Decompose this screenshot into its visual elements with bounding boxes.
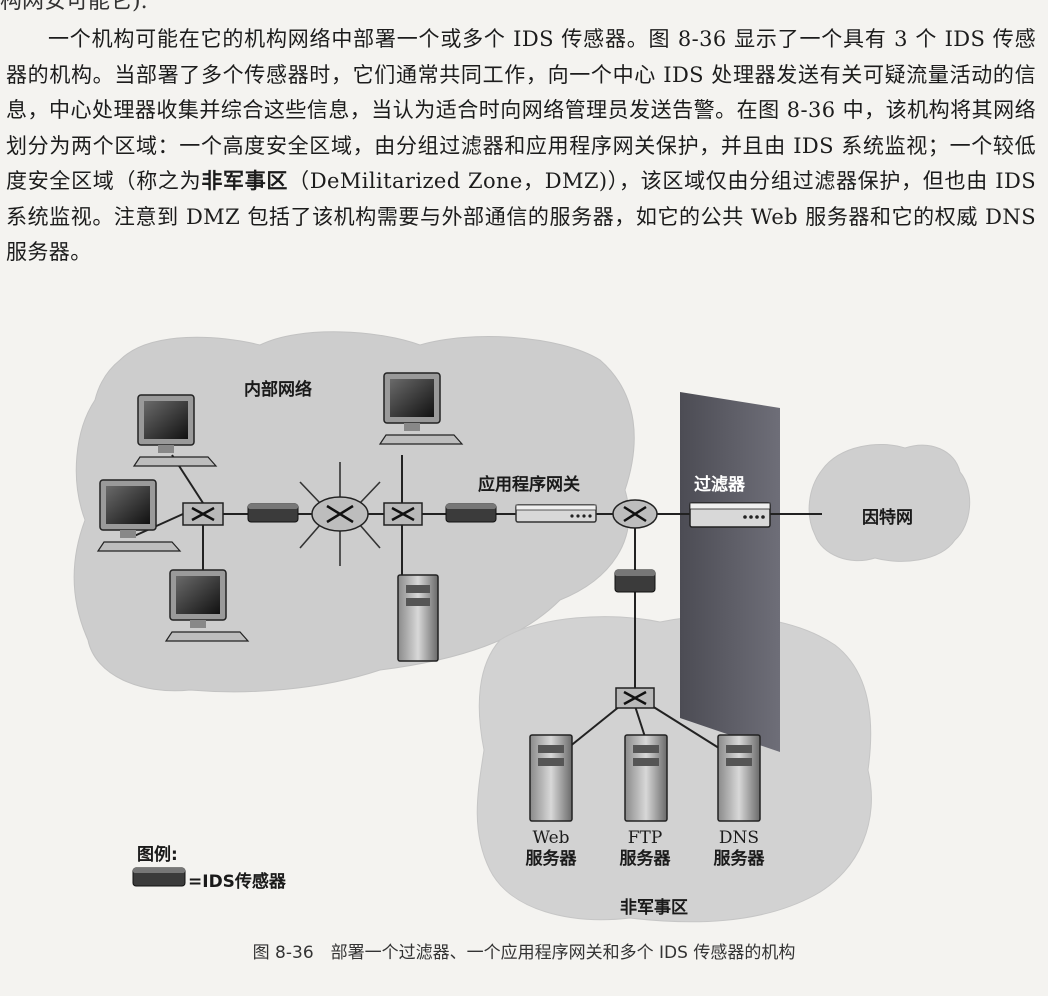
- body-paragraph: 一个机构可能在它的机构网络中部署一个或多个 IDS 传感器。图 8-36 显示了…: [6, 22, 1036, 271]
- computer-top-right-icon: [378, 372, 464, 445]
- computer-left-icon: [96, 479, 182, 552]
- web-server-line2: 服务器: [525, 849, 577, 869]
- cut-off-previous-line: 构网安可能它).: [0, 0, 148, 14]
- computer-bottom-icon: [164, 569, 250, 642]
- app-gateway-device: [515, 504, 597, 523]
- legend-ids-icon: [132, 867, 186, 887]
- ids-sensor-2: [445, 503, 497, 523]
- dns-server-icon: [717, 734, 761, 822]
- paragraph-bold-term: 非军事区: [201, 169, 289, 193]
- figure-caption: 图 8-36 部署一个过滤器、一个应用程序网关和多个 IDS 传感器的机构: [252, 943, 796, 963]
- switch-middle: [383, 502, 423, 526]
- label-dns-server: DNS 服务器: [699, 828, 779, 870]
- router-internal: [311, 496, 369, 532]
- label-web-server: Web 服务器: [511, 828, 591, 870]
- label-app-gateway: 应用程序网关: [478, 475, 580, 495]
- router-edge: [612, 499, 658, 529]
- dns-server-line2: 服务器: [713, 849, 765, 869]
- paragraph-part2: （DeMilitarized Zone，DMZ)），该区域仅由分组过滤器保护，但…: [6, 169, 1036, 264]
- internet-cloud: [808, 443, 971, 562]
- switch-dmz: [615, 687, 655, 709]
- label-internet: 因特网: [862, 508, 913, 528]
- label-dmz: 非军事区: [620, 898, 688, 918]
- ids-sensor-1: [247, 503, 299, 523]
- computer-top-left-icon: [132, 394, 218, 467]
- web-server-line1: Web: [532, 828, 570, 848]
- switch-left: [182, 502, 224, 526]
- filter-device: [689, 502, 771, 528]
- legend-ids-label: =IDS传感器: [188, 872, 286, 892]
- label-internal-network: 内部网络: [244, 380, 312, 400]
- dns-server-line1: DNS: [718, 828, 760, 848]
- filter-wall: [680, 392, 780, 752]
- paragraph-part1: 一个机构可能在它的机构网络中部署一个或多个 IDS 传感器。图 8-36 显示了…: [6, 27, 1036, 193]
- ids-sensor-3: [614, 569, 656, 593]
- internal-server-icon: [397, 574, 439, 662]
- label-filter: 过滤器: [694, 475, 745, 495]
- router-spokes: [299, 462, 381, 566]
- label-ftp-server: FTP 服务器: [605, 828, 685, 870]
- ftp-server-icon: [624, 734, 668, 822]
- legend-title: 图例:: [137, 845, 178, 865]
- web-server-icon: [529, 734, 573, 822]
- ftp-server-line2: 服务器: [619, 849, 671, 869]
- ftp-server-line1: FTP: [627, 828, 663, 848]
